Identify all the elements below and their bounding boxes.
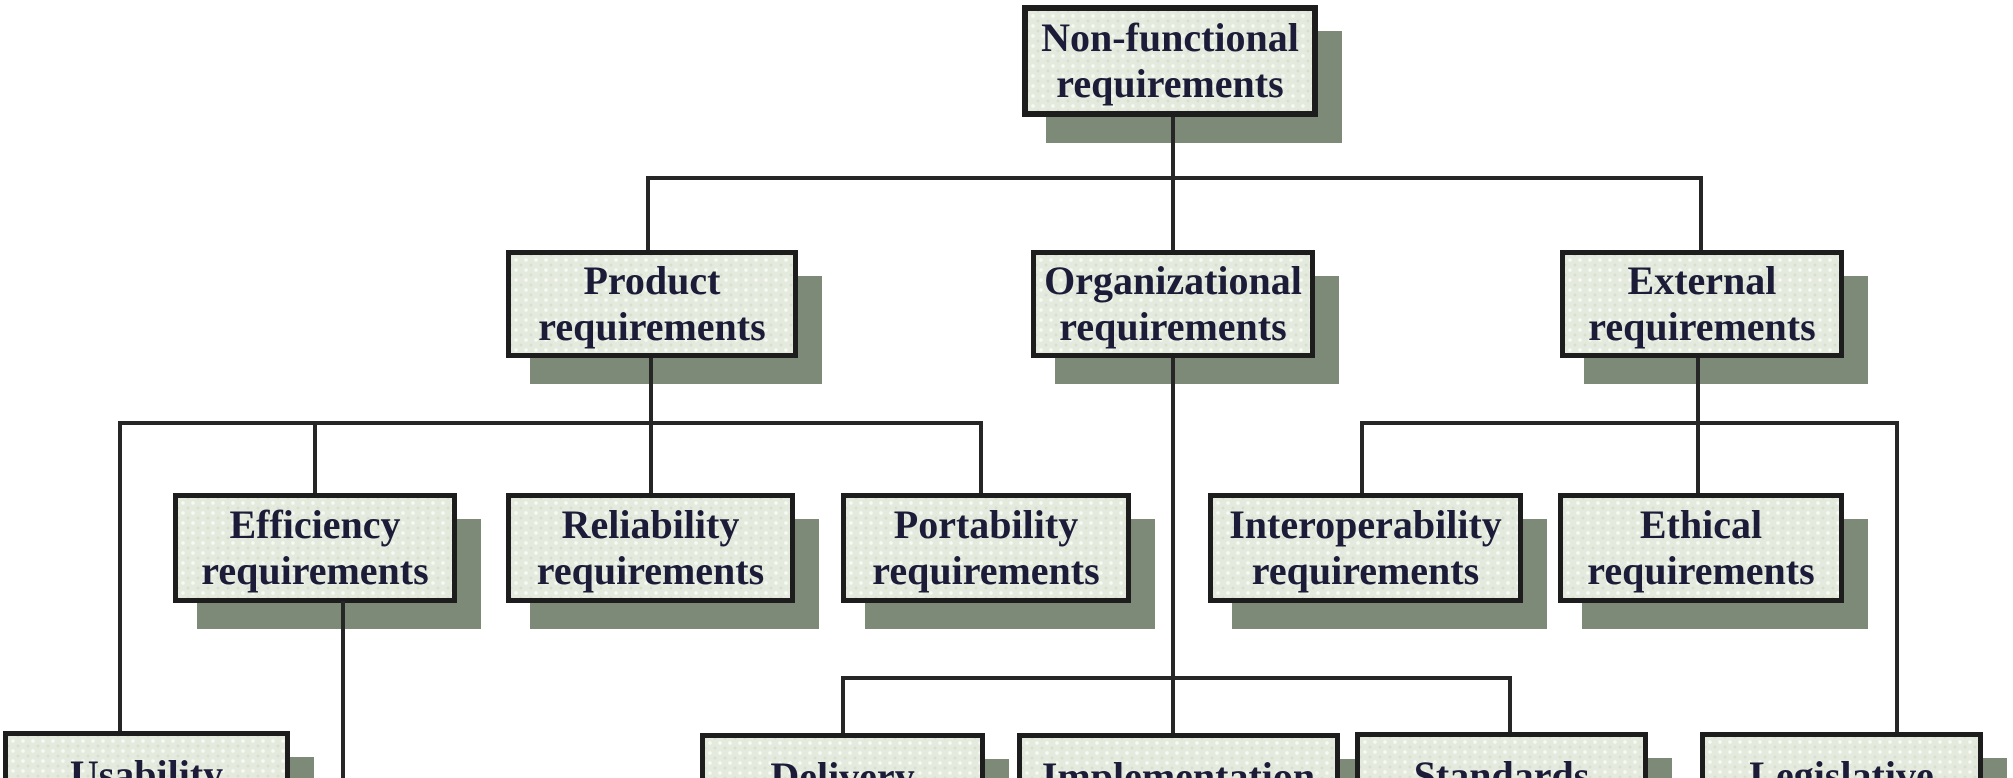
node-label: Organizational requirements [1044, 258, 1302, 349]
node-product-requirements: Product requirements [506, 250, 798, 358]
node-delivery-requirements: Delivery [700, 733, 985, 778]
connector-product-drop [649, 358, 653, 423]
node-portability-requirements: Portability requirements [841, 493, 1131, 603]
node-label: Legislative [1749, 753, 1934, 778]
node-label: Implementation [1041, 754, 1316, 778]
node-standards-requirements: Standards [1355, 732, 1648, 778]
connector-organizational-drop [1171, 358, 1175, 678]
node-label: Ethical requirements [1587, 502, 1815, 593]
connector-reliability-riser [649, 421, 653, 493]
node-label: Reliability requirements [536, 502, 765, 593]
connector-external-drop [1696, 358, 1700, 423]
connector-nonfunctional-drop [1171, 117, 1175, 178]
connector-ethical-riser [1696, 421, 1700, 493]
connector-usability-riser [118, 421, 122, 731]
connector-implementation-riser [1171, 676, 1175, 733]
node-label: Delivery [770, 754, 915, 778]
connector-organizational-bus [841, 676, 1512, 680]
connector-organizational-riser [1171, 176, 1175, 250]
node-ethical-requirements: Ethical requirements [1558, 493, 1844, 603]
node-label: Portability requirements [872, 502, 1100, 593]
connector-product-bus [118, 421, 983, 425]
node-reliability-requirements: Reliability requirements [506, 493, 795, 603]
node-usability-requirements: Usability [3, 731, 290, 778]
node-label: External requirements [1588, 258, 1816, 349]
connector-legislative-riser [1895, 421, 1899, 732]
node-label: Non-functional requirements [1041, 15, 1299, 106]
node-label: Efficiency requirements [201, 502, 429, 593]
node-non-functional-requirements: Non-functional requirements [1022, 5, 1318, 117]
connector-product-riser [646, 176, 650, 250]
node-efficiency-requirements: Efficiency requirements [173, 493, 457, 603]
connector-standards-riser [1508, 676, 1512, 732]
connector-portability-riser [979, 421, 983, 493]
node-label: Standards [1413, 753, 1590, 778]
node-label: Product requirements [538, 258, 766, 349]
connector-efficiency-children-drop [341, 601, 345, 778]
node-legislative-requirements: Legislative [1700, 732, 1983, 778]
connector-efficiency-riser [313, 421, 317, 493]
node-interoperability-requirements: Interoperability requirements [1208, 493, 1523, 603]
node-implementation-requirements: Implementation [1017, 733, 1340, 778]
node-organizational-requirements: Organizational requirements [1031, 250, 1315, 358]
connector-external-bus [1360, 421, 1899, 425]
connector-external-riser [1699, 176, 1703, 250]
connector-delivery-riser [841, 676, 845, 733]
node-label: Usability [69, 752, 224, 778]
connector-interoperability-riser [1360, 421, 1364, 493]
node-external-requirements: External requirements [1560, 250, 1844, 358]
node-label: Interoperability requirements [1229, 502, 1502, 593]
